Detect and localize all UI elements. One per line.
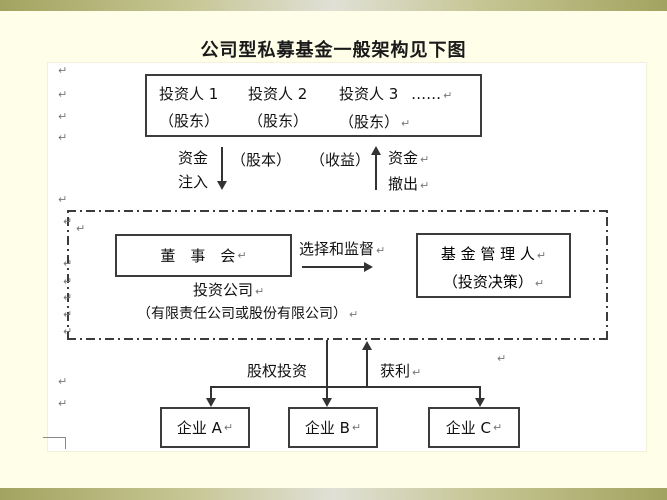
income-label: （收益） xyxy=(310,151,371,169)
board-label: 董 事 会 xyxy=(160,247,236,265)
investor-role: （股东） xyxy=(339,113,400,131)
bottom-decor-bar xyxy=(0,488,667,500)
funds-out-arrow xyxy=(375,155,377,190)
paragraph-mark: ↵ xyxy=(63,215,73,228)
paragraph-mark: ↵ xyxy=(58,375,68,388)
profit-arrowhead-icon xyxy=(362,341,372,350)
company-b-label: 企业 B xyxy=(304,419,350,437)
paragraph-mark: ↵ xyxy=(534,277,545,290)
funds-in-label: 资金 注入 xyxy=(178,149,209,191)
supervise-arrowhead-icon xyxy=(364,262,373,272)
fund-manager-box: 基 金 管 理 人↵ （投资决策）↵ xyxy=(416,233,571,298)
profit-label: 获利↵ xyxy=(380,362,422,380)
supervise-label: 选择和监督↵ xyxy=(299,240,386,258)
top-decor-bar xyxy=(0,0,667,11)
investor-item: 投资人 2 （股东） xyxy=(248,81,308,135)
paragraph-mark: ↵ xyxy=(63,291,73,304)
arrow-to-company-c xyxy=(479,386,481,399)
page-title: 公司型私募基金一般架构见下图 xyxy=(200,40,467,61)
supervise-arrow xyxy=(302,266,365,268)
investor-name: 投资人 1 xyxy=(159,85,219,103)
arrow-to-company-a-head-icon xyxy=(206,398,216,407)
paragraph-mark: ↵ xyxy=(376,244,386,257)
arrow-to-company-b xyxy=(326,386,328,399)
paragraph-mark: ↵ xyxy=(76,222,86,235)
profit-arrow xyxy=(366,350,368,387)
investor-name: 投资人 2 xyxy=(248,85,308,103)
funds-in-arrowhead-icon xyxy=(217,181,227,190)
company-b-box: 企业 B↵ xyxy=(288,407,378,448)
fund-manager-sub-label: （投资决策） xyxy=(442,273,533,291)
paragraph-mark: ↵ xyxy=(63,325,73,338)
paragraph-mark: ↵ xyxy=(255,285,265,298)
paragraph-mark: ↵ xyxy=(58,88,68,101)
funds-out-arrowhead-icon xyxy=(371,146,381,155)
paragraph-mark: ↵ xyxy=(223,421,234,434)
paragraph-mark: ↵ xyxy=(58,131,68,144)
investment-company-type-label: （有限责任公司或股份有限公司）↵ xyxy=(137,306,359,322)
capital-label: （股本） xyxy=(231,151,292,169)
paragraph-mark: ↵ xyxy=(58,64,68,77)
connector-line xyxy=(211,386,481,388)
arrow-to-company-b-head-icon xyxy=(322,398,332,407)
paragraph-mark: ↵ xyxy=(497,352,507,365)
paragraph-mark: ↵ xyxy=(63,275,73,288)
investor-item: 投资人 3 ……↵ （股东）↵ xyxy=(339,81,452,137)
paragraph-mark: ↵ xyxy=(420,179,430,192)
board-box: 董 事 会↵ xyxy=(115,234,292,277)
text-boundary-corner-mark xyxy=(43,437,66,449)
paragraph-mark: ↵ xyxy=(58,193,68,206)
arrow-to-company-a xyxy=(210,386,212,399)
paragraph-mark: ↵ xyxy=(237,249,247,262)
paragraph-mark: ↵ xyxy=(349,308,359,321)
investor-name: 投资人 3 xyxy=(339,85,399,103)
investor-item: 投资人 1 （股东） xyxy=(159,81,219,135)
funds-out-label: 资金↵ 撤出↵ xyxy=(388,149,430,193)
equity-invest-label: 股权投资 xyxy=(247,362,308,380)
ellipsis-mark: …… xyxy=(411,85,442,103)
paragraph-mark: ↵ xyxy=(443,89,453,102)
funds-in-arrow xyxy=(221,147,223,182)
company-a-box: 企业 A↵ xyxy=(160,407,250,448)
investor-role: （股东） xyxy=(248,112,309,130)
investment-company-label: 投资公司↵ xyxy=(193,281,265,299)
paragraph-mark: ↵ xyxy=(493,421,503,434)
investors-box: 投资人 1 （股东） 投资人 2 （股东） 投资人 3 ……↵ （股东）↵ xyxy=(145,74,482,137)
paragraph-mark: ↵ xyxy=(58,110,68,123)
paragraph-mark: ↵ xyxy=(412,366,422,379)
company-a-label: 企业 A xyxy=(176,419,222,437)
arrow-to-company-c-head-icon xyxy=(475,398,485,407)
paragraph-mark: ↵ xyxy=(63,257,73,270)
paragraph-mark: ↵ xyxy=(63,308,73,321)
paragraph-mark: ↵ xyxy=(401,117,411,130)
equity-line xyxy=(326,340,328,387)
paragraph-mark: ↵ xyxy=(420,153,430,166)
fund-manager-label: 基 金 管 理 人 xyxy=(440,245,535,263)
company-c-box: 企业 C↵ xyxy=(428,407,520,448)
paragraph-mark: ↵ xyxy=(58,397,68,410)
paragraph-mark: ↵ xyxy=(536,249,547,262)
company-c-label: 企业 C xyxy=(445,419,492,437)
paragraph-mark: ↵ xyxy=(351,421,362,434)
investor-role: （股东） xyxy=(159,112,220,130)
